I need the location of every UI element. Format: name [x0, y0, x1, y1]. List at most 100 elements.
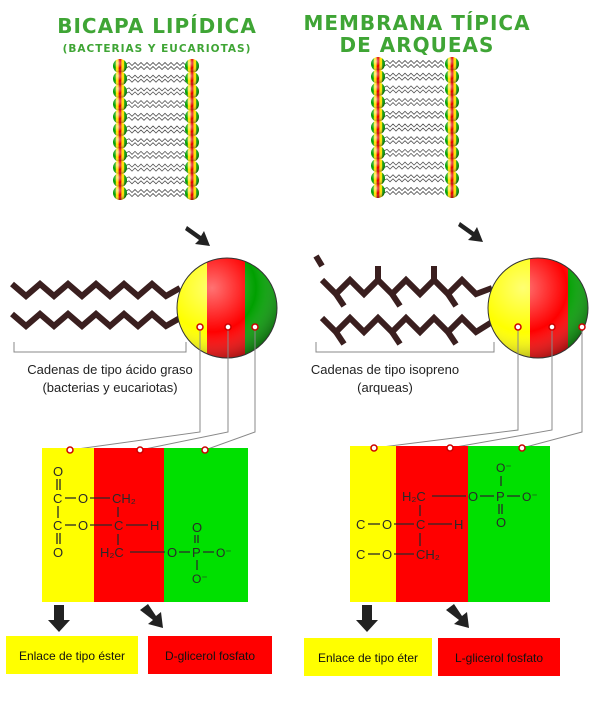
label-bond-left-text: Enlace de tipo éster	[19, 649, 125, 663]
lipid-tail	[383, 102, 445, 107]
chem-atom: O	[53, 464, 63, 479]
lipid-tail	[383, 165, 445, 170]
connector-lines	[373, 327, 583, 449]
lipid-tail	[125, 142, 187, 147]
lipid-tail	[125, 112, 187, 117]
label-bond-right-text: Enlace de tipo éter	[318, 651, 418, 665]
right-caption-line2: (arqueas)	[357, 380, 413, 395]
glycerol-head-sphere	[488, 258, 588, 358]
lipid-tail	[383, 136, 445, 141]
left-chem-box: O C O CH₂ C O C H O H₂C O P O⁻ O O⁻	[42, 446, 248, 602]
lipid-head	[445, 69, 459, 84]
right-title-line2: DE ARQUEAS	[340, 33, 495, 57]
label-glycerol-left-text: D-glicerol fosfato	[165, 649, 255, 663]
chains-bracket	[13, 342, 187, 353]
lipid-head	[113, 97, 127, 112]
chem-atom: C	[53, 518, 62, 533]
lipid-head	[113, 173, 127, 188]
lipid-tail	[383, 140, 445, 145]
lipid-tail	[125, 192, 187, 198]
lipid-head	[113, 109, 127, 124]
lipid-tail	[125, 150, 187, 155]
chem-atom: C	[53, 491, 62, 506]
lipid-tail	[383, 148, 445, 153]
chem-atom: C	[356, 517, 365, 532]
lipid-head	[113, 59, 127, 73]
arrow-icon	[446, 604, 469, 628]
chem-atom: O	[468, 489, 478, 504]
chem-atom: C	[356, 547, 365, 562]
lipid-tail	[125, 167, 187, 172]
chem-atom: O⁻	[216, 546, 232, 560]
chains-bracket	[315, 342, 495, 353]
chem-atom: O⁻	[496, 461, 512, 475]
lipid-tail	[383, 63, 445, 69]
lipid-head	[113, 122, 127, 137]
lipid-head	[371, 82, 385, 97]
lipid-tail	[383, 152, 445, 157]
right-title-line1: MEMBRANA TÍPICA	[303, 11, 530, 35]
lipid-head	[371, 95, 385, 110]
lipid-tail	[125, 116, 187, 121]
label-glycerol-right: L-glicerol fosfato	[438, 638, 560, 676]
lipid-tail	[125, 91, 187, 96]
glycerol-head-sphere	[177, 258, 277, 358]
lipid-tail	[125, 87, 187, 92]
right-chem-box: H₂C O P O⁻ O⁻ O C O P C H C O CH₂	[350, 444, 550, 602]
chem-atom: CH₂	[416, 547, 440, 562]
lipid-head	[371, 184, 385, 198]
lipid-head	[113, 71, 127, 86]
lipid-tail	[383, 98, 445, 103]
lipid-head	[445, 171, 459, 186]
arrow-icon	[458, 222, 483, 242]
lipid-tail	[383, 174, 445, 179]
lipid-head	[445, 158, 459, 173]
lipid-tail	[383, 186, 445, 192]
lipid-head	[445, 120, 459, 135]
chem-atom: P	[192, 545, 201, 560]
lipid-tail	[383, 85, 445, 90]
lipid-tail	[125, 125, 187, 130]
lipid-tail	[383, 72, 445, 77]
lipid-head	[445, 145, 459, 160]
chem-atom: O	[496, 515, 506, 530]
lipid-tail	[383, 127, 445, 132]
fatty-acid-chains	[10, 280, 182, 330]
lipid-head	[185, 147, 199, 162]
lipid-tail	[383, 110, 445, 115]
left-caption-line2: (bacterias y eucariotas)	[42, 380, 177, 395]
chem-atom: H	[454, 517, 463, 532]
lipid-tail	[125, 78, 187, 83]
lipid-head	[185, 186, 199, 200]
lipid-head	[371, 158, 385, 173]
isoprene-chains	[313, 254, 494, 346]
lipid-head	[113, 135, 127, 150]
bilayer-left	[113, 59, 199, 200]
arrow-icon	[48, 605, 70, 632]
lipid-tail	[125, 180, 187, 185]
lipid-tail	[125, 74, 187, 79]
lipid-head	[371, 171, 385, 186]
arrow-icon	[356, 605, 378, 632]
lipid-head	[371, 120, 385, 135]
lipid-tail	[383, 161, 445, 166]
lipid-head	[445, 107, 459, 122]
chem-atom: H	[150, 518, 159, 533]
left-caption-line1: Cadenas de tipo ácido graso	[27, 362, 193, 377]
lipid-tail	[125, 176, 187, 181]
lipid-tail	[125, 129, 187, 134]
connector-dots	[196, 323, 259, 331]
lipid-head	[371, 69, 385, 84]
chem-atom: O⁻	[522, 490, 538, 504]
lipid-head	[113, 147, 127, 162]
arrow-icon	[185, 226, 210, 246]
label-bond-left: Enlace de tipo éster	[6, 636, 138, 674]
bilayer-right	[371, 57, 459, 198]
chem-atom: O	[382, 517, 392, 532]
lipid-head	[185, 122, 199, 137]
lipid-tail	[125, 154, 187, 159]
label-bond-right: Enlace de tipo éter	[304, 638, 432, 676]
lipid-tail	[383, 59, 445, 65]
lipid-head	[445, 82, 459, 97]
